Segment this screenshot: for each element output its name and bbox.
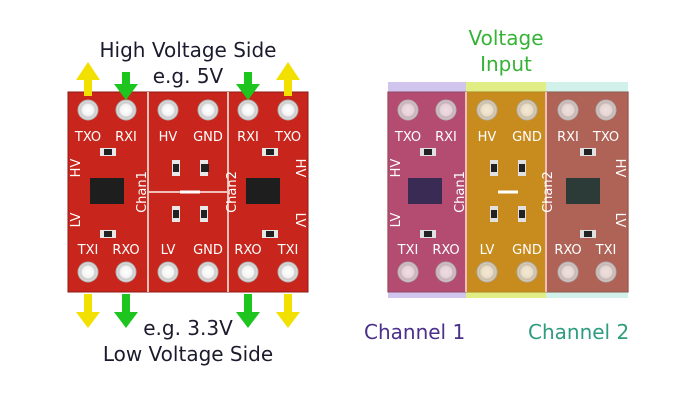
arrow-down-green-icon	[114, 294, 138, 328]
left-chip-1	[90, 178, 124, 204]
high-voltage-example-label: e.g. 5V	[152, 64, 224, 88]
pin-label: RXO	[112, 243, 139, 258]
pin-label: RXO	[432, 243, 459, 258]
side-hv-label: HV	[69, 159, 84, 178]
pin-label: GND	[193, 243, 223, 258]
arrow-down-yellow-icon	[276, 294, 300, 328]
high-voltage-side-label: High Voltage Side	[99, 38, 277, 62]
right-chip-1	[408, 178, 442, 204]
right-board: TXO RXI HV GND RXI TXO TXI RXO LV GND RX…	[387, 82, 629, 298]
pin-label: HV	[478, 130, 497, 145]
pin-label: TXI	[595, 243, 617, 258]
pin-label: GND	[193, 130, 223, 145]
left-bottom-arrows	[76, 294, 300, 328]
arrow-down-yellow-icon	[76, 294, 100, 328]
side-lv-label: LV	[69, 213, 84, 228]
pin-label: RXO	[554, 243, 581, 258]
pin-label: TXI	[77, 243, 99, 258]
channel1-label: Channel 1	[364, 320, 466, 344]
side-hv-label: HV	[389, 159, 404, 178]
side-lv-label: LV	[292, 213, 307, 228]
arrow-down-green-icon	[236, 72, 260, 100]
left-board: TXO RXI HV GND RXI TXO TXI RXO LV GND RX…	[67, 62, 309, 328]
right-top-pads	[397, 99, 617, 121]
arrow-down-green-icon	[114, 72, 138, 100]
left-bottom-pads	[77, 261, 299, 283]
left-chip-2	[246, 178, 280, 204]
left-top-arrows	[76, 62, 300, 100]
arrow-down-green-icon	[236, 294, 260, 328]
pin-label: RXI	[435, 130, 457, 145]
pin-label: RXI	[115, 130, 137, 145]
chan1-label: Chan1	[453, 171, 468, 213]
side-hv-label: HV	[612, 159, 627, 178]
pin-label: GND	[512, 243, 542, 258]
chan2-label: Chan2	[541, 171, 556, 213]
pin-label: TXO	[74, 130, 101, 145]
low-voltage-side-label: Low Voltage Side	[102, 342, 274, 366]
side-lv-label: LV	[612, 213, 627, 228]
pin-label: HV	[159, 130, 178, 145]
pin-label: LV	[480, 243, 495, 258]
pin-label: RXI	[557, 130, 579, 145]
voltage-input-label: Voltage	[468, 26, 544, 50]
low-voltage-example-label: e.g. 3.3V	[143, 316, 233, 340]
chan1-label: Chan1	[135, 171, 150, 213]
pin-label: TXO	[592, 130, 619, 145]
voltage-input-label-line2: Input	[480, 52, 532, 76]
pin-label: TXI	[277, 243, 299, 258]
pin-label: LV	[161, 243, 176, 258]
chan2-label: Chan2	[225, 171, 240, 213]
arrow-up-yellow-icon	[76, 62, 100, 96]
pin-label: RXI	[237, 130, 259, 145]
right-chip-2	[566, 178, 600, 204]
left-top-pads	[77, 99, 299, 121]
pin-label: TXI	[397, 243, 419, 258]
pin-label: GND	[512, 130, 542, 145]
channel2-label: Channel 2	[528, 320, 630, 344]
pin-label: RXO	[234, 243, 261, 258]
arrow-up-yellow-icon	[276, 62, 300, 96]
side-hv-label: HV	[292, 159, 307, 178]
pin-label: TXO	[274, 130, 301, 145]
pin-label: TXO	[394, 130, 421, 145]
right-bottom-pads	[397, 261, 617, 283]
side-lv-label: LV	[389, 213, 404, 228]
